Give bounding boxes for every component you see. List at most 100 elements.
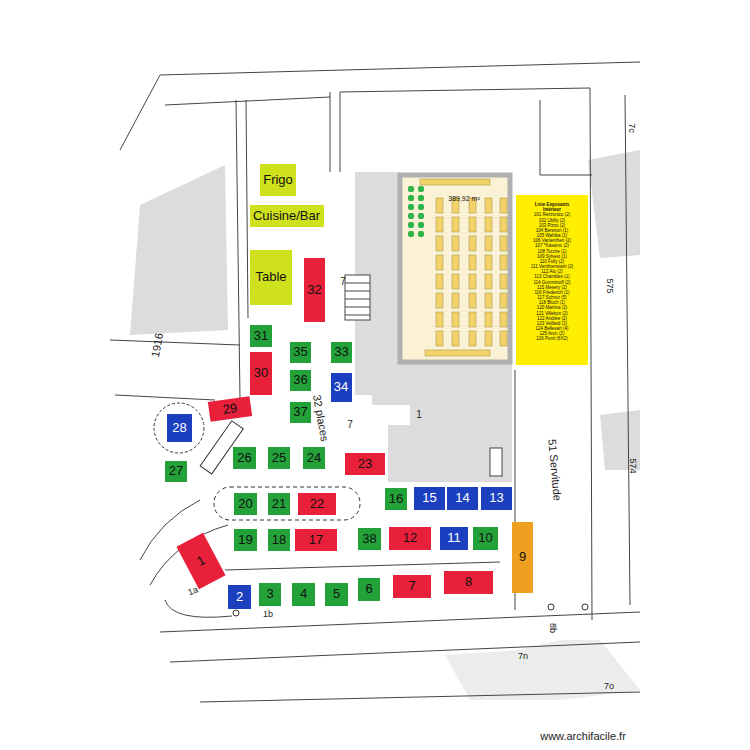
stand-box: 24 [303, 447, 325, 469]
stand-label: 14 [455, 491, 469, 505]
stand-box: 25 [268, 447, 290, 469]
stand-box: 38 [358, 528, 381, 550]
parcel-number: 7o [604, 681, 614, 691]
stand-label: 19 [238, 533, 252, 547]
list-line: 110 Folly (2) [540, 259, 565, 264]
stand-label: 15 [422, 491, 436, 505]
stand-label: 5 [333, 587, 340, 601]
stand-label: 36 [293, 373, 307, 387]
hall-table [436, 198, 443, 213]
hall [400, 175, 510, 362]
hall-table [469, 236, 476, 251]
hall-chair [408, 204, 414, 210]
parcel-number: 1916 [149, 332, 165, 358]
round-area [154, 403, 204, 453]
stand-label: 37 [293, 405, 307, 419]
stand-box: 13 [481, 487, 512, 510]
stand-label: 3 [266, 587, 273, 601]
list-line: 101 Rezzonico (2) [534, 212, 571, 217]
stand-label: 29 [222, 401, 238, 417]
survey-point [582, 604, 588, 610]
exhibitor-list: Liste ExposantsIntérieur101 Rezzonico (2… [516, 195, 588, 365]
stand-box: 8 [444, 571, 493, 594]
hall-table [485, 236, 492, 251]
stand-box: 28 [167, 414, 192, 442]
stand-label: 21 [272, 497, 286, 511]
road-line [340, 88, 590, 92]
stand-box: 32 [304, 258, 325, 322]
hall-table [469, 274, 476, 289]
hall-table [469, 255, 476, 270]
stand-label: 10 [478, 531, 492, 545]
stand-label: 4 [300, 587, 307, 601]
stand-box: 14 [447, 487, 478, 510]
list-line: 111 Verzbrenstein (2) [531, 264, 573, 269]
stand-label: 38 [362, 532, 376, 546]
hall-table [500, 236, 507, 251]
hall-chair [418, 213, 424, 219]
shaded-areas [130, 150, 640, 700]
list-line: 125 Aron (2) [540, 331, 565, 336]
list-line: 108 Torche (1) [538, 249, 567, 254]
wall-line [236, 100, 240, 400]
parcel-line [115, 395, 215, 400]
stand-label: 26 [237, 451, 251, 465]
stand-label: 30 [254, 366, 268, 380]
list-line: 120 Martina (2) [537, 305, 568, 310]
equipment-box: Cuisine/Bar [250, 205, 324, 227]
parcel-number: 1 [416, 409, 422, 420]
hall-table [436, 312, 443, 327]
list-line: 105 Wahiba (1) [537, 233, 568, 238]
stand-box: 23 [345, 453, 385, 475]
hall-table [436, 293, 443, 308]
road-line [160, 62, 640, 75]
hall-table [469, 293, 476, 308]
hall-chair [418, 195, 424, 201]
road-line [200, 692, 640, 702]
stand-box: 36 [290, 370, 311, 391]
list-line: Intérieur [543, 207, 561, 212]
wall-line [330, 92, 340, 172]
plan-lines [110, 62, 640, 702]
stand-box: 18 [268, 529, 290, 551]
stand-label: 23 [358, 457, 372, 471]
equipment-box: Frigo [260, 164, 296, 196]
stand-label: 7 [408, 579, 415, 593]
list-line: 126 Ponti (6X2) [536, 336, 567, 341]
watermark: www.archifacile.fr [540, 730, 626, 742]
list-line: 123 Veillard (1) [537, 321, 567, 326]
stand-label: Frigo [263, 173, 293, 187]
hall-table [485, 217, 492, 232]
hall-table [500, 217, 507, 232]
stand-label: 35 [293, 345, 307, 359]
list-line: 104 Beretton (1) [536, 228, 569, 233]
hall-table [485, 312, 492, 327]
parcel-number: 7c [627, 123, 637, 133]
road-curve [165, 600, 232, 617]
hall-table [452, 312, 459, 327]
hall-table [436, 274, 443, 289]
hall-table [436, 331, 443, 346]
list-line: 113 Chamblex (1) [534, 274, 569, 279]
list-line: Liste Exposants [535, 202, 570, 207]
stand-box: 30 [250, 352, 272, 395]
hall-chair [408, 186, 414, 192]
stand-label: 6 [365, 582, 372, 596]
hall-chair [408, 231, 414, 237]
stand-box: 3 [259, 583, 281, 606]
parcel-line [110, 340, 240, 345]
hall-table [420, 179, 490, 185]
equipment-box: Table [250, 250, 292, 305]
hall-table [500, 312, 507, 327]
hall-table [452, 274, 459, 289]
stand-box: 22 [298, 493, 336, 515]
stand-label: 20 [238, 497, 252, 511]
list-line: 109 Sylvest (1) [537, 254, 567, 259]
list-line: 103 Pizzo (2) [539, 223, 566, 228]
shaded-area [130, 165, 228, 335]
stand-box: 31 [250, 325, 272, 347]
stand-box: 16 [385, 488, 407, 510]
parcel-number: 7n [518, 651, 528, 661]
stand-label: 32 [307, 283, 321, 297]
stand-box: 19 [234, 529, 257, 551]
